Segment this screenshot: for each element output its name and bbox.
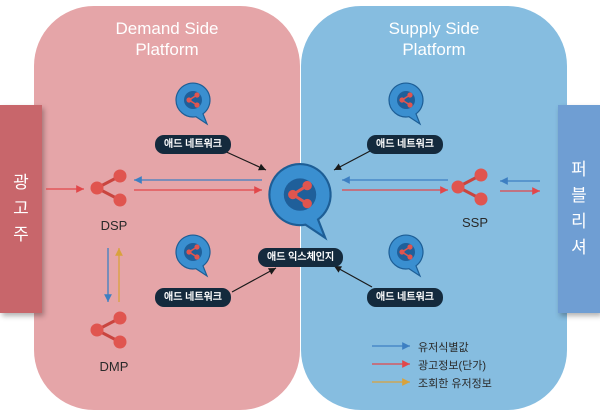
publisher-label: 퍼 블 리 셔 <box>571 160 587 257</box>
ad-network-bubble-icon <box>388 234 424 277</box>
legend-user-info-label: 조회한 유저정보 <box>418 378 492 390</box>
ad-network-pill: 애드 네트워크 <box>367 288 443 307</box>
network-arrow-top-left <box>221 149 267 171</box>
ad-network-bubble-icon <box>388 82 424 125</box>
ssp-label: SSP <box>461 215 488 230</box>
ad-network-bubble-icon <box>175 82 211 125</box>
advertiser-bar: 광 고 주 <box>0 105 42 313</box>
network-arrow-bottom-right <box>333 265 373 288</box>
advertiser-label: 광 고 주 <box>13 173 29 244</box>
publisher-bar: 퍼 블 리 셔 <box>558 105 600 313</box>
legend-user-id-label: 유저식별값 <box>418 342 469 354</box>
ad-network-bubble-icon <box>175 234 211 277</box>
ad-exchange-pill: 애드 익스체인지 <box>258 248 344 267</box>
dsp-platform-title: Demand Side Platform <box>115 19 219 59</box>
ssp-platform-title: Supply Side Platform <box>388 19 480 59</box>
ad-network-pill: 애드 네트워크 <box>367 135 443 154</box>
ad-network-pill: 애드 네트워크 <box>155 135 231 154</box>
legend-ad-info-label: 광고정보(단가) <box>418 360 487 372</box>
dmp-node-icon <box>89 310 128 350</box>
ssp-platform-panel: Supply Side Platform <box>301 6 567 410</box>
network-arrow-bottom-left <box>231 267 277 293</box>
dsp-node-icon <box>89 168 128 208</box>
network-arrow-top-right <box>333 149 373 171</box>
ssp-node-icon <box>450 167 489 207</box>
dsp-label: DSP <box>100 218 128 233</box>
dmp-label: DMP <box>99 359 129 374</box>
dsp-platform-panel: Demand Side Platform <box>34 6 300 410</box>
ad-network-pill: 애드 네트워크 <box>155 288 231 307</box>
ad-exchange-bubble-icon <box>267 162 333 240</box>
